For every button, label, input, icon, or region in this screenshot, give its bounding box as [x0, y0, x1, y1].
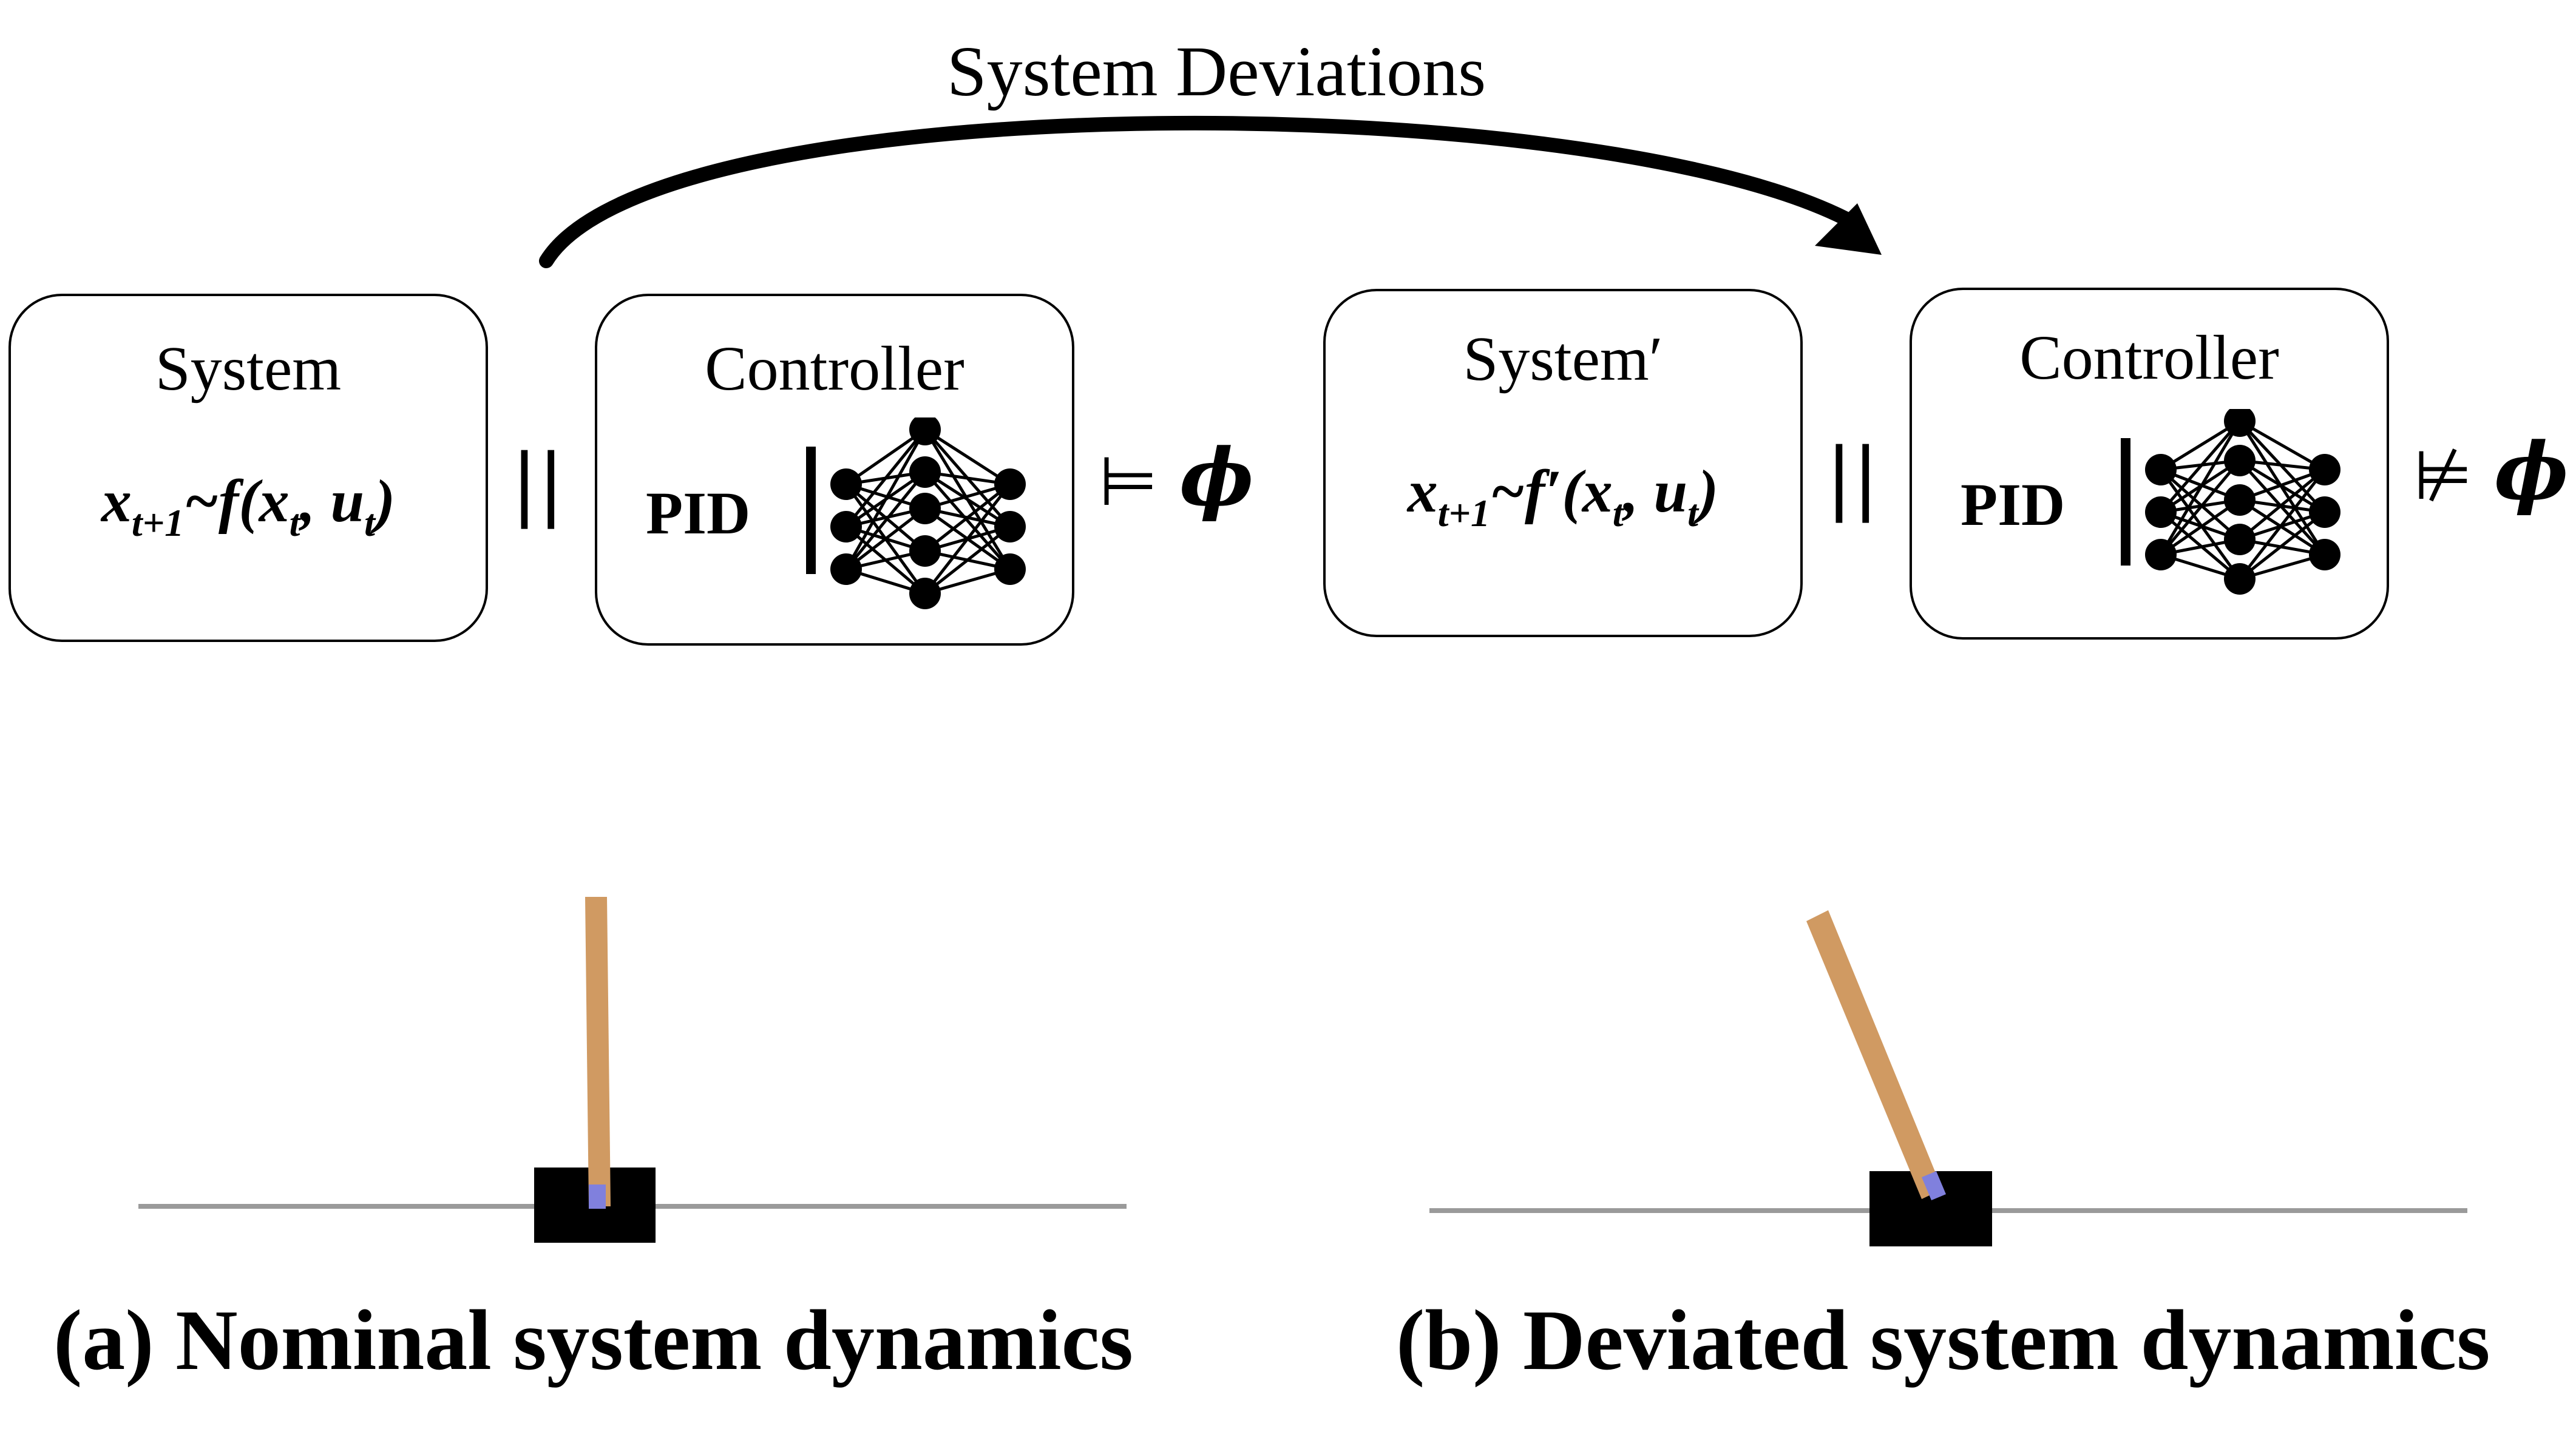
not-satisfies-relation: ⊭ ϕ — [2413, 425, 2569, 518]
satisfies-relation: ⊨ ϕ — [1099, 431, 1254, 524]
system-box: System xt+1~f(xt, ut) — [8, 294, 488, 642]
controller-divider — [806, 447, 816, 574]
controller-divider-right — [2121, 438, 2130, 566]
pid-label: PID — [646, 479, 751, 547]
pole-right — [1806, 910, 1942, 1199]
caption-deviated: (b) Deviated system dynamics — [1396, 1292, 2490, 1388]
deviated-cartpole-scene — [1429, 910, 2467, 1246]
controller-box: Controller PID — [595, 294, 1074, 646]
axle-right — [1922, 1171, 1946, 1200]
controller-title-right: Controller — [2019, 323, 2279, 393]
axle — [589, 1184, 606, 1209]
caption-nominal: (a) Nominal system dynamics — [53, 1292, 1133, 1388]
deviation-label: System Deviations — [947, 32, 1486, 111]
controller-box-right: Controller PID — [1910, 288, 2389, 640]
parallel-composition-symbol: || — [511, 437, 564, 529]
system-formula: xt+1~f(xt, ut) — [101, 467, 396, 544]
deviated-system-title: System′ — [1463, 324, 1663, 394]
deviation-arrow — [539, 115, 1882, 268]
parallel-composition-symbol-right: || — [1826, 431, 1879, 523]
controller-title: Controller — [705, 334, 964, 404]
pole — [585, 897, 611, 1206]
pid-label-right: PID — [1961, 471, 2066, 538]
system-title: System — [155, 334, 342, 404]
deviated-system-box: System′ xt+1~f′(xt, ut) — [1323, 289, 1803, 637]
nominal-cartpole-scene — [138, 897, 1127, 1243]
neural-network-icon-right — [2145, 409, 2340, 595]
neural-network-icon — [830, 417, 1026, 609]
deviated-system-formula: xt+1~f′(xt, ut) — [1407, 458, 1719, 535]
